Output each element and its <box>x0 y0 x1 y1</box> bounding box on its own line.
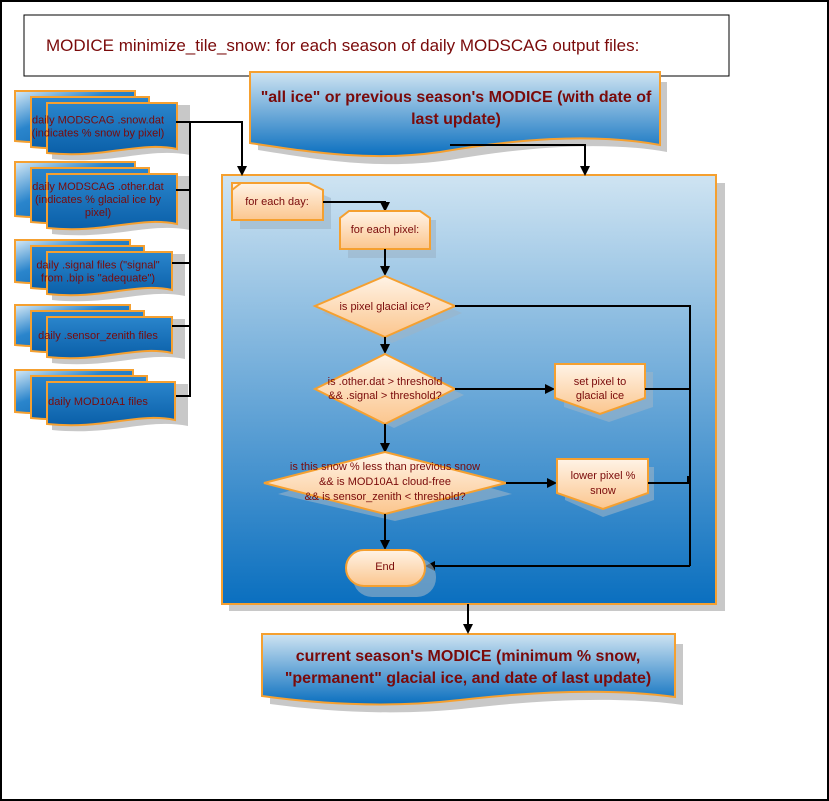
diagram-title: MODICE minimize_tile_snow: for each seas… <box>46 36 639 55</box>
action-lower-snow-node: lower pixel % snow <box>556 458 654 517</box>
decision-snow-line-3: && is sensor_zenith < threshold? <box>304 491 465 503</box>
input-document-3-line-1: daily .signal files ("signal" <box>36 260 159 272</box>
output-state-line-2: "permanent" glacial ice, and date of las… <box>285 670 651 687</box>
action-lower-snow-line-1: lower pixel % <box>571 470 636 482</box>
input-document-3: daily .signal files ("signal"from .bip i… <box>14 239 185 302</box>
decision-glacial-node: is pixel glacial ice? <box>312 274 462 343</box>
loop-pixel-node: for each pixel: <box>339 210 436 258</box>
output-state-line-1: current season's MODICE (minimum % snow, <box>296 648 641 665</box>
action-set-glacial-line-2: glacial ice <box>576 390 624 402</box>
decision-threshold-line-2: && .signal > threshold? <box>328 390 441 402</box>
input-document-5-line-1: daily MOD10A1 files <box>48 396 148 408</box>
decision-threshold-line-1: is .other.dat > threshold <box>328 376 443 388</box>
input-document-1-line-2: (indicates % snow by pixel) <box>32 128 165 140</box>
decision-glacial-label: is pixel glacial ice? <box>339 301 430 313</box>
decision-snow-node: is this snow % less than previous snow &… <box>263 450 512 521</box>
input-document-2-line-1: daily MODSCAG .other.dat <box>32 181 163 193</box>
loop-pixel-label: for each pixel: <box>351 224 419 236</box>
input-document-4-line-1: daily .sensor_zenith files <box>38 330 158 342</box>
prior-state-document: "all ice" or previous season's MODICE (w… <box>249 71 667 165</box>
end-label: End <box>375 561 395 573</box>
document-page-front <box>46 381 176 427</box>
document-page-front <box>46 102 178 156</box>
document-page-front <box>46 316 173 360</box>
title-box <box>23 14 730 77</box>
loop-day-node: for each day: <box>231 182 331 229</box>
input-document-1-line-1: daily MODSCAG .snow.dat <box>32 115 164 127</box>
end-node: End <box>345 549 436 597</box>
input-document-1: daily MODSCAG .snow.dat(indicates % snow… <box>14 90 190 161</box>
input-document-2-line-2: (indicates % glacial ice by <box>35 194 161 206</box>
prior-state-line-1: "all ice" or previous season's MODICE (w… <box>261 89 652 106</box>
loop-day-label: for each day: <box>245 196 309 208</box>
action-set-glacial-line-1: set pixel to <box>574 376 627 388</box>
connector-prior-state <box>450 144 590 176</box>
input-document-3-line-2: from .bip is "adequate") <box>41 273 155 285</box>
input-document-4: daily .sensor_zenith files <box>14 304 185 365</box>
connector-lower-snow-end <box>648 476 689 484</box>
connector-glacial-yes <box>455 305 691 566</box>
action-set-glacial-node: set pixel to glacial ice <box>554 363 653 422</box>
decision-snow-line-2: && is MOD10A1 cloud-free <box>319 476 451 488</box>
document-page-front <box>46 251 173 297</box>
input-document-2: daily MODSCAG .other.dat(indicates % gla… <box>14 161 190 236</box>
document-page-front <box>46 173 178 231</box>
input-document-5: daily MOD10A1 files <box>14 369 188 432</box>
input-document-2-line-3: pixel) <box>85 207 111 219</box>
output-state-document: current season's MODICE (minimum % snow,… <box>261 633 683 713</box>
action-lower-snow-line-2: snow <box>590 485 616 497</box>
prior-state-line-2: last update) <box>411 111 501 128</box>
decision-threshold-node: is .other.dat > threshold && .signal > t… <box>312 352 464 428</box>
connector-day-pixel <box>323 201 390 212</box>
connector-doc1 <box>176 121 247 176</box>
decision-snow-line-1: is this snow % less than previous snow <box>290 461 480 473</box>
